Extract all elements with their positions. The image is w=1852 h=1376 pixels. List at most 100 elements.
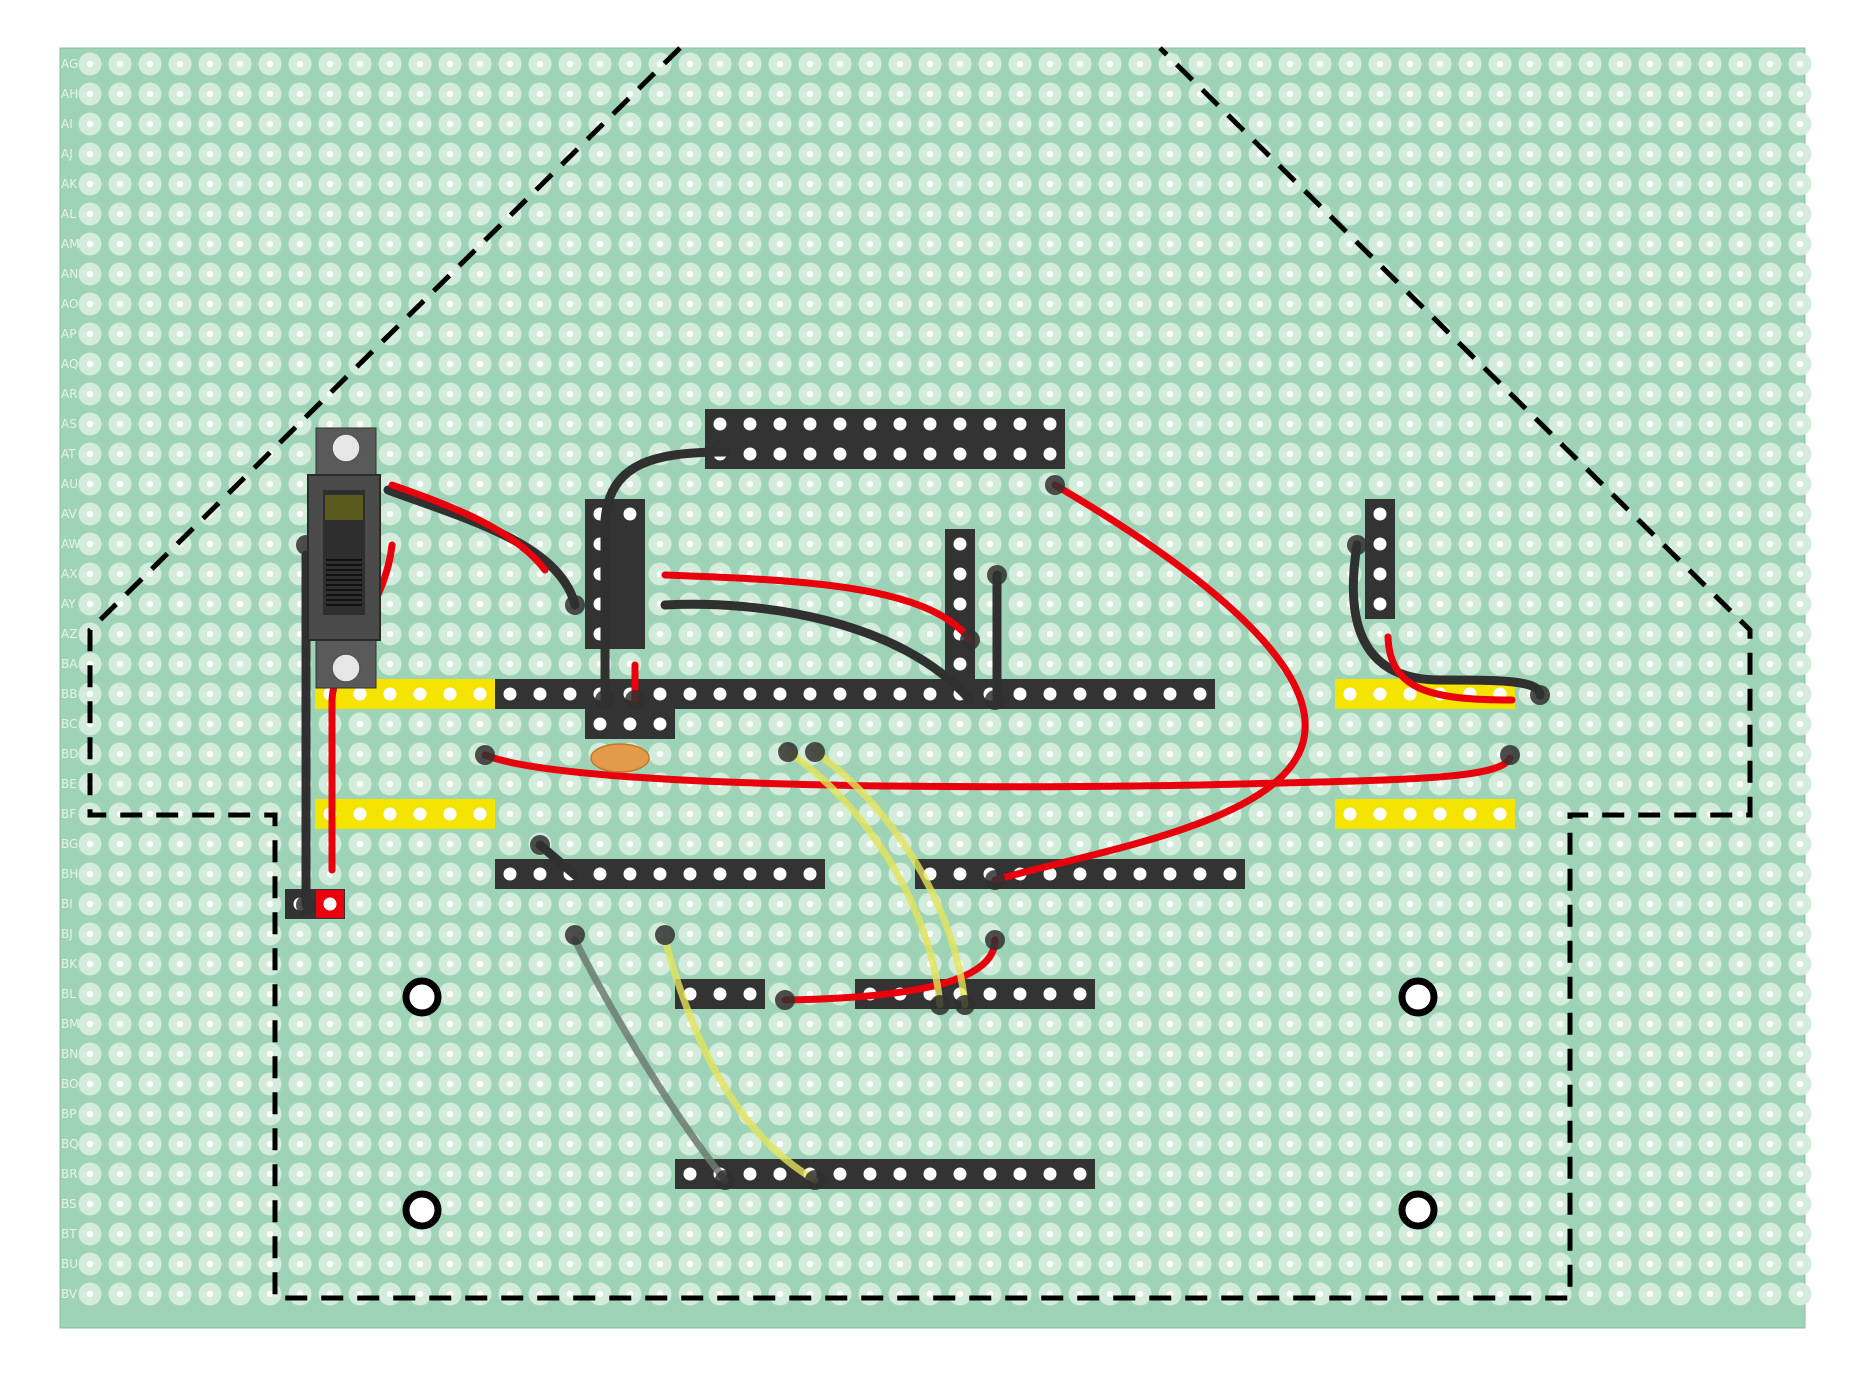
header-pin <box>713 687 727 701</box>
pad-hole <box>926 1050 934 1058</box>
pad-hole <box>656 210 664 218</box>
pad-hole <box>626 840 634 848</box>
pad-hole <box>206 840 214 848</box>
pad-hole <box>1706 330 1714 338</box>
row-label: BR <box>61 1167 78 1181</box>
pad-hole <box>1106 990 1114 998</box>
pad-hole <box>1286 540 1294 548</box>
pad-hole <box>266 270 274 278</box>
pad-hole <box>116 630 124 638</box>
pad-hole <box>116 1200 124 1208</box>
pad-hole <box>326 1020 334 1028</box>
pad-hole <box>206 270 214 278</box>
pad-hole <box>1106 1080 1114 1088</box>
pad-hole <box>506 1050 514 1058</box>
pad-hole <box>326 1200 334 1208</box>
pad-hole <box>866 240 874 248</box>
pad-hole <box>656 1110 664 1118</box>
row-label: AR <box>61 387 78 401</box>
pad-hole <box>1136 720 1144 728</box>
pad-hole <box>1646 1260 1654 1268</box>
pad-hole <box>206 1080 214 1088</box>
pad-hole <box>146 870 154 878</box>
pad-hole <box>1676 450 1684 458</box>
pad-hole <box>1106 720 1114 728</box>
pad-hole <box>1436 210 1444 218</box>
pad-hole <box>536 1230 544 1238</box>
pad-hole <box>1406 360 1414 368</box>
pad-hole <box>146 270 154 278</box>
pad-hole <box>386 930 394 938</box>
pad-hole <box>416 1170 424 1178</box>
header-strips <box>285 409 1515 1189</box>
pad-hole <box>1346 1230 1354 1238</box>
pad-hole <box>806 1140 814 1148</box>
pad-hole <box>1046 600 1054 608</box>
pad-hole <box>206 180 214 188</box>
pad-hole <box>1616 1140 1624 1148</box>
pad-hole <box>1196 420 1204 428</box>
row-label: AG <box>61 57 78 71</box>
pad-hole <box>176 660 184 668</box>
pad-hole <box>1526 960 1534 968</box>
pad-hole <box>446 300 454 308</box>
pad-hole <box>1016 1110 1024 1118</box>
pad-hole <box>1556 210 1564 218</box>
pad-hole <box>536 960 544 968</box>
pad-hole <box>266 930 274 938</box>
pad-hole <box>206 90 214 98</box>
pad-hole <box>176 150 184 158</box>
pad-hole <box>206 480 214 488</box>
pad-hole <box>536 270 544 278</box>
pad-hole <box>1076 60 1084 68</box>
pad-hole <box>1076 90 1084 98</box>
pad-hole <box>1586 390 1594 398</box>
pad-hole <box>896 1200 904 1208</box>
pad-hole <box>536 990 544 998</box>
pad-hole <box>1226 1140 1234 1148</box>
pad-hole <box>386 720 394 728</box>
pad-hole <box>206 330 214 338</box>
pad-hole <box>686 810 694 818</box>
pad-hole <box>356 900 364 908</box>
pad-hole <box>1496 870 1504 878</box>
pad-hole <box>656 630 664 638</box>
pad-hole <box>1766 90 1774 98</box>
header-pin <box>953 447 967 461</box>
pad-hole <box>806 930 814 938</box>
pad-hole <box>146 690 154 698</box>
pad-hole <box>1346 420 1354 428</box>
pad-hole <box>1406 630 1414 638</box>
pad-hole <box>1466 1200 1474 1208</box>
pad-hole <box>1466 240 1474 248</box>
pad-hole <box>506 90 514 98</box>
pad-hole <box>1136 1080 1144 1088</box>
pad-hole <box>1376 150 1384 158</box>
pad-hole <box>1526 510 1534 518</box>
row-label: BK <box>61 957 78 971</box>
pad-hole <box>1796 480 1804 488</box>
pad-hole <box>926 840 934 848</box>
pad-hole <box>296 1110 304 1118</box>
pad-hole <box>1556 690 1564 698</box>
pad-hole <box>566 420 574 428</box>
pad-hole <box>1046 840 1054 848</box>
header-pin <box>983 417 997 431</box>
header-pin <box>863 447 877 461</box>
pad-hole <box>86 900 94 908</box>
pad-hole <box>806 1230 814 1238</box>
pad-hole <box>326 240 334 248</box>
pad-hole <box>1616 720 1624 728</box>
pad-hole <box>296 420 304 428</box>
pad-hole <box>476 1260 484 1268</box>
pad-hole <box>1616 900 1624 908</box>
pad-hole <box>446 1080 454 1088</box>
pad-hole <box>1256 270 1264 278</box>
pad-hole <box>1766 1110 1774 1118</box>
pad-hole <box>476 990 484 998</box>
pad-hole <box>146 930 154 938</box>
pad-hole <box>176 450 184 458</box>
pad-hole <box>1076 210 1084 218</box>
pad-hole <box>86 120 94 128</box>
pad-hole <box>1106 210 1114 218</box>
